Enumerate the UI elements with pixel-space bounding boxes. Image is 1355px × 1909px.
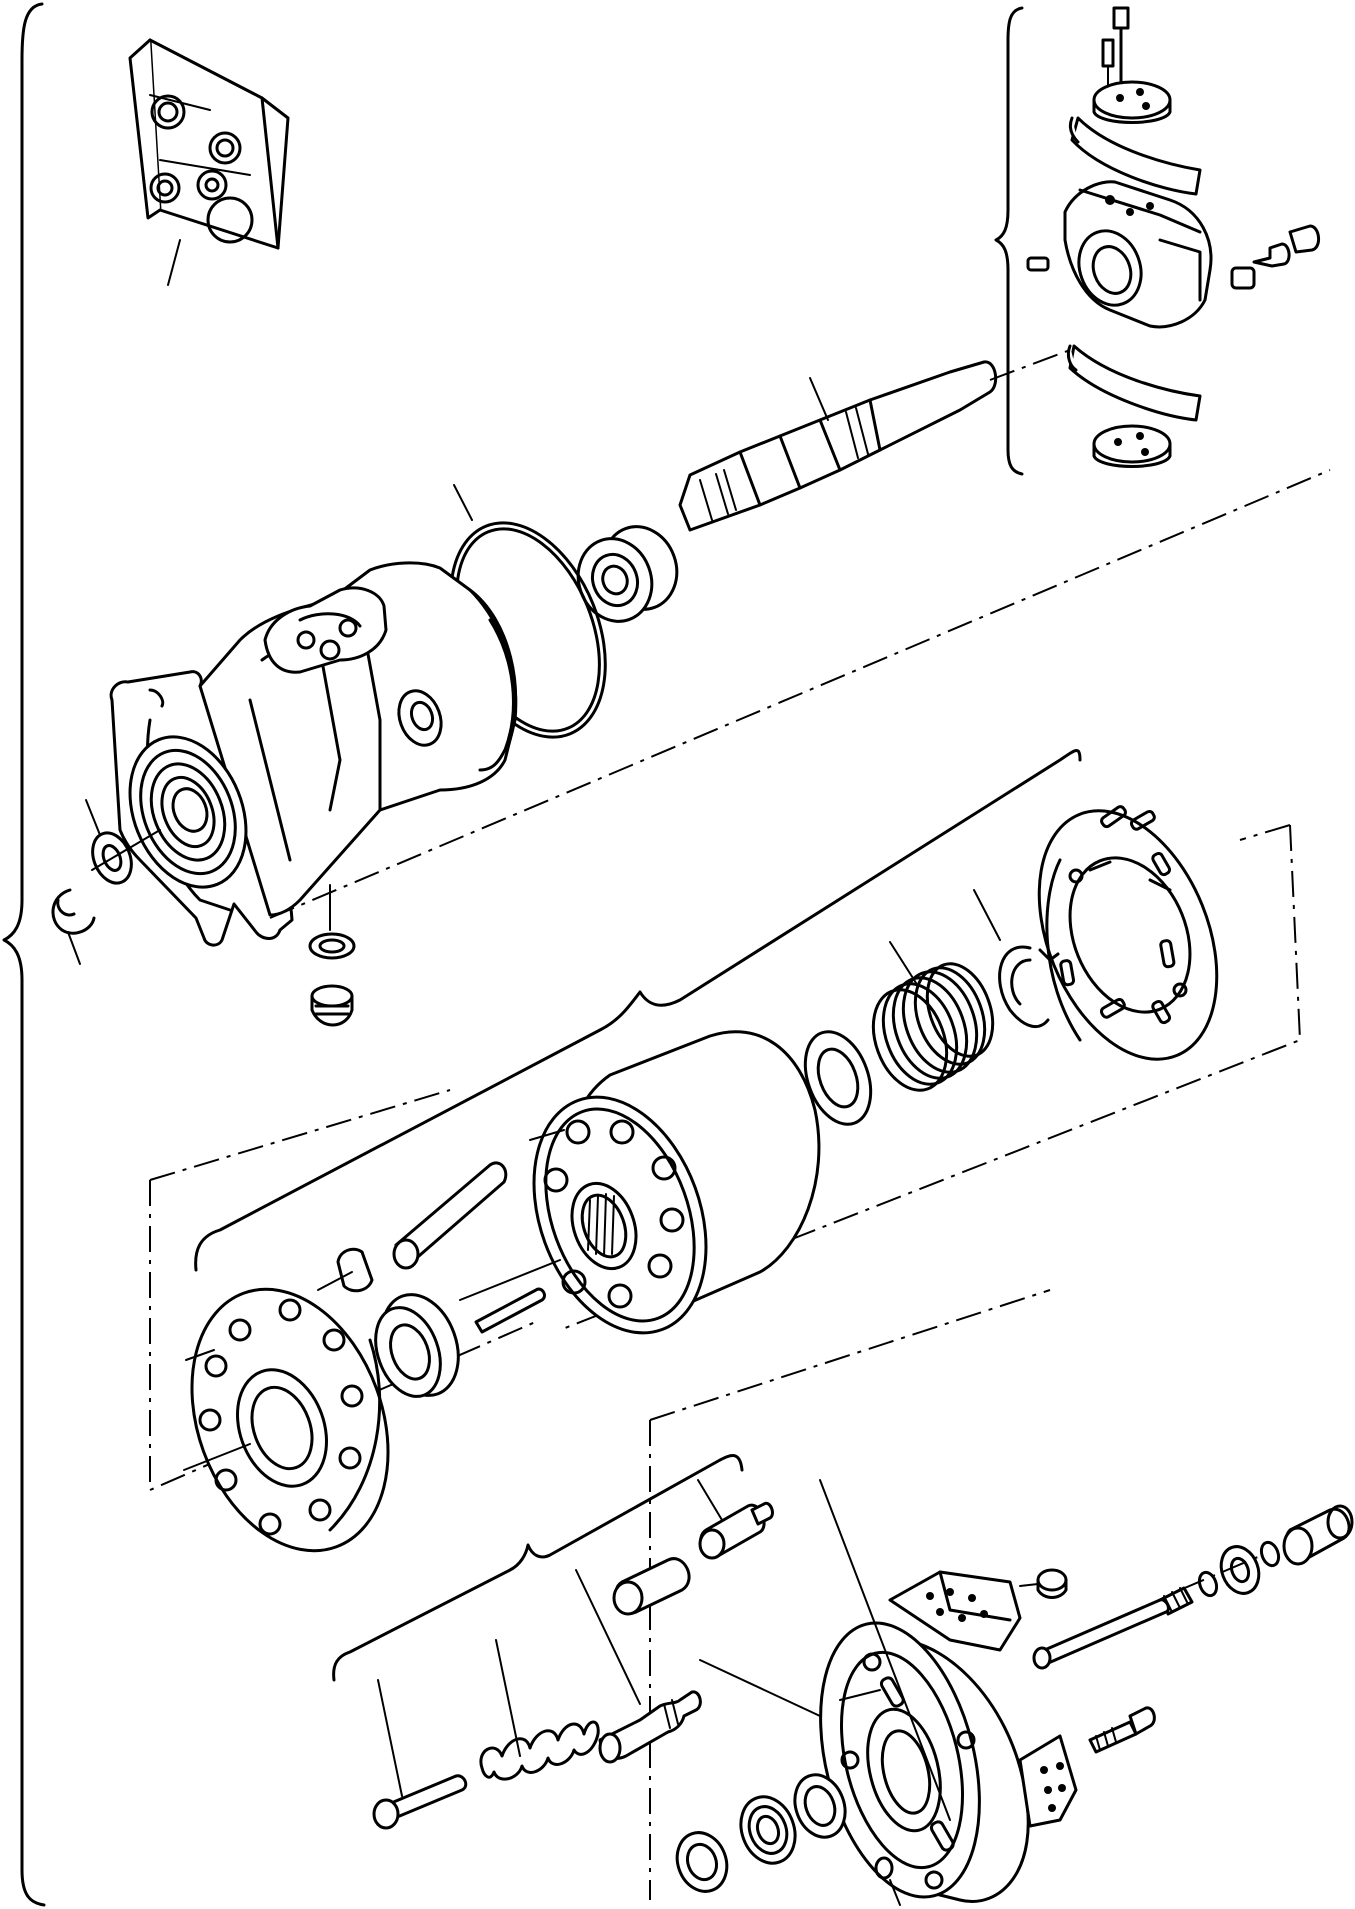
valve-group-brace [332, 1454, 744, 1682]
valve-plate [1037, 805, 1219, 1061]
relief-valve-parts [372, 1479, 774, 1830]
seal-kit-bag [128, 38, 290, 286]
rotating-group-brace [194, 749, 1082, 1272]
swashplate-assembly [1026, 6, 1320, 468]
pump-housing [109, 561, 518, 947]
front-seal-and-circlip [51, 799, 161, 965]
piston-and-pin [317, 1161, 508, 1293]
small-plug [1019, 1568, 1068, 1599]
tie-bolt [1032, 1504, 1354, 1670]
retaining-plate [183, 1287, 390, 1553]
port-plate-end-cover [699, 1479, 1078, 1903]
center-spring [871, 941, 995, 1092]
port-plate-bearing-set [675, 1773, 901, 1906]
cylinder-barrel [529, 1030, 821, 1335]
retainer-guide [374, 1259, 561, 1398]
drain-plug [308, 932, 356, 1027]
left-group-brace [2, 2, 46, 1907]
retaining-circlip [973, 889, 1060, 1029]
side-bolt [1088, 1706, 1156, 1754]
spring-washer [803, 1030, 873, 1126]
shaft-bearing [576, 525, 679, 623]
swashplate-group-brace [994, 6, 1024, 476]
drive-shaft [678, 349, 1071, 532]
